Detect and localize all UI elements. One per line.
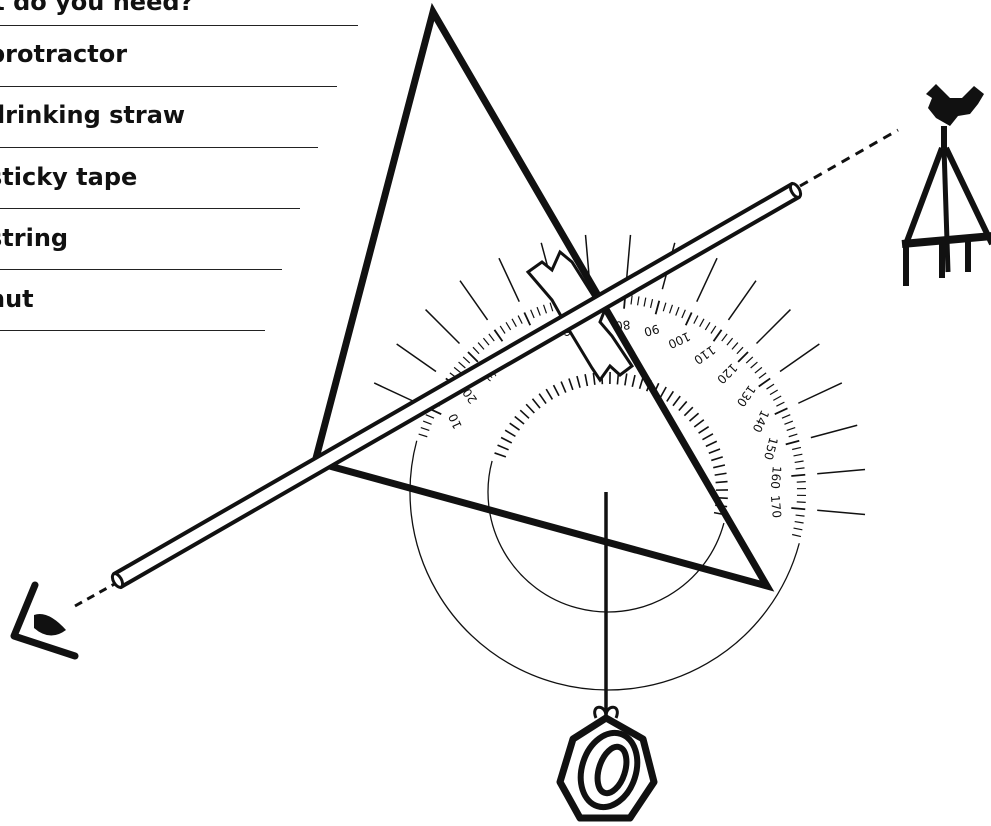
scale-tick bbox=[759, 378, 770, 386]
scale-tick bbox=[732, 343, 738, 350]
inner-tick bbox=[699, 427, 709, 434]
scale-tick bbox=[631, 295, 632, 304]
inner-tick bbox=[709, 449, 720, 453]
scale-tick bbox=[791, 475, 805, 476]
scale-tick bbox=[794, 454, 803, 456]
scale-tick bbox=[751, 362, 758, 368]
sight-line-target bbox=[800, 130, 898, 186]
guide-line bbox=[697, 258, 717, 302]
scale-tick bbox=[737, 347, 743, 354]
scale-tick bbox=[694, 316, 698, 324]
scale-tick bbox=[738, 352, 748, 362]
guide-line bbox=[780, 344, 819, 372]
scale-label: 110 bbox=[691, 342, 718, 367]
scale-tick bbox=[795, 522, 804, 523]
scale-tick bbox=[638, 296, 639, 305]
scale-tick bbox=[789, 434, 798, 437]
scale-label: 90 bbox=[642, 321, 660, 338]
scale-label: 150 bbox=[761, 436, 780, 462]
guide-line bbox=[728, 281, 756, 320]
scale-tick bbox=[663, 303, 666, 312]
scale-label: 140 bbox=[750, 408, 772, 435]
scale-label: 100 bbox=[666, 329, 693, 351]
sight-line-eye bbox=[75, 582, 118, 606]
scale-tick bbox=[755, 367, 762, 373]
scale-tick bbox=[767, 384, 775, 389]
inner-tick bbox=[715, 473, 727, 475]
scale-tick bbox=[787, 428, 796, 431]
inner-tick bbox=[660, 387, 666, 397]
scale-tick bbox=[711, 326, 716, 334]
weathervane-icon bbox=[902, 84, 991, 286]
scale-tick bbox=[727, 338, 733, 345]
inner-tick bbox=[713, 465, 725, 468]
scale-label: 160 bbox=[768, 465, 784, 489]
scale-tick bbox=[776, 402, 784, 406]
scale-tick bbox=[656, 301, 660, 315]
inner-tick bbox=[679, 401, 687, 410]
scale-tick bbox=[686, 313, 692, 326]
eye-icon bbox=[14, 585, 75, 656]
scale-tick bbox=[770, 390, 778, 395]
inner-tick bbox=[694, 420, 704, 427]
scale-tick bbox=[795, 461, 804, 462]
inner-tick bbox=[711, 457, 722, 461]
scale-label: 130 bbox=[734, 383, 759, 410]
scale-tick bbox=[759, 373, 766, 378]
scale-tick bbox=[676, 307, 679, 315]
protractor-triangle bbox=[315, 12, 767, 586]
scale-label: 80 bbox=[614, 317, 630, 332]
scale-tick bbox=[784, 421, 792, 424]
inner-tick bbox=[684, 407, 692, 415]
guide-line bbox=[811, 425, 857, 437]
inner-tick bbox=[690, 413, 699, 421]
scale-tick bbox=[786, 441, 800, 445]
scale-tick bbox=[791, 508, 805, 509]
scale-tick bbox=[670, 305, 673, 314]
scale-tick bbox=[746, 357, 753, 363]
scale-tick bbox=[794, 528, 803, 530]
scale-tick bbox=[705, 322, 710, 330]
inner-tick bbox=[673, 396, 680, 406]
inner-tick bbox=[716, 482, 728, 483]
scale-tick bbox=[773, 396, 781, 400]
scale-label: 120 bbox=[714, 361, 740, 387]
scale-tick bbox=[700, 319, 704, 327]
nut-icon bbox=[560, 707, 654, 818]
scale-tick bbox=[782, 415, 790, 419]
guide-line bbox=[798, 383, 842, 403]
guide-line bbox=[817, 470, 865, 474]
scale-tick bbox=[792, 535, 801, 537]
scale-tick bbox=[714, 330, 722, 341]
inner-tick bbox=[702, 434, 712, 440]
scale-tick bbox=[775, 408, 788, 414]
scale-tick bbox=[651, 299, 653, 308]
inner-tick bbox=[667, 391, 674, 401]
scale-label: 170 bbox=[768, 495, 784, 519]
guide-line bbox=[817, 510, 865, 514]
scale-tick bbox=[796, 468, 805, 469]
scale-tick bbox=[682, 310, 686, 318]
inner-tick bbox=[706, 441, 717, 446]
scale-tick bbox=[792, 447, 801, 449]
scale-tick bbox=[722, 334, 727, 341]
scale-tick bbox=[644, 298, 646, 307]
scale-tick bbox=[796, 515, 805, 516]
guide-line bbox=[756, 310, 790, 344]
inner-tick bbox=[716, 498, 728, 499]
